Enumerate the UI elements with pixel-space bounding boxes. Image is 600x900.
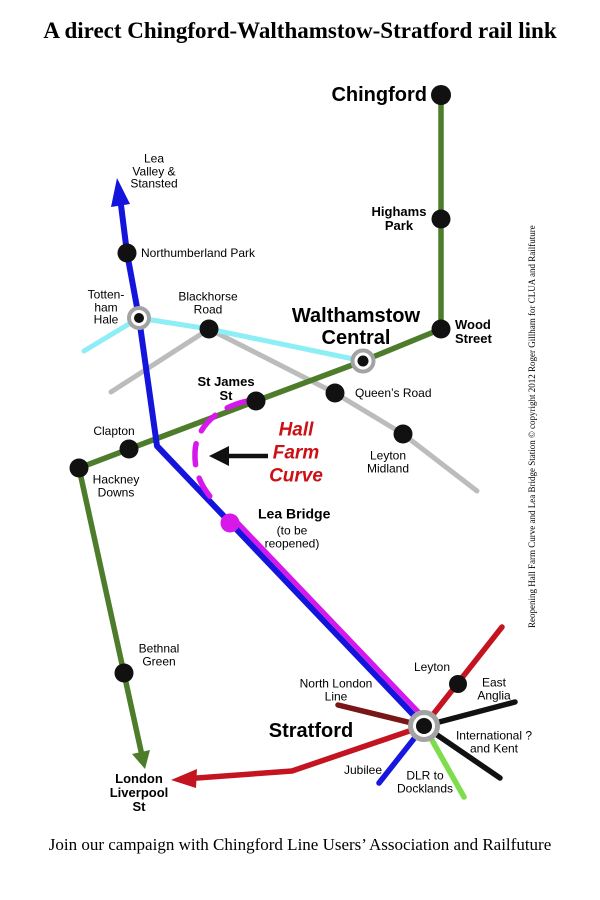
- station-label-highams-park: Highams Park: [371, 204, 427, 233]
- station-dot-blackhorse-road: [199, 319, 219, 339]
- station-dot-hackney-downs: [69, 458, 89, 478]
- station-dot-chingford: [431, 85, 451, 105]
- liverpool-st-arrowhead-icon: [132, 750, 150, 769]
- station-dot-queens-road: [325, 383, 345, 403]
- station-dot-highams-park: [431, 209, 451, 229]
- line-stratford-liverpool: [194, 723, 427, 781]
- station-label-leyton-midland: Leyton Midland: [366, 448, 410, 475]
- station-label-chingford: Chingford: [331, 84, 427, 106]
- station-label-bethnal-green: Bethnal Green: [138, 641, 180, 668]
- campaign-footer: Join our campaign with Chingford Line Us…: [48, 835, 552, 854]
- annotation-lea-valley-stansted: Lea Valley & Stansted: [130, 151, 178, 191]
- station-dot-leyton-midland: [393, 424, 413, 444]
- annotation-hall-farm-curve: Hall Farm Curve: [269, 419, 323, 487]
- station-dot-leyton: [449, 675, 467, 693]
- station-dot-bethnal-green: [114, 663, 134, 683]
- annotation-jubilee: Jubilee: [343, 762, 383, 777]
- station-dot-wood-street: [431, 319, 451, 339]
- station-dot-northumberland-park: [117, 243, 137, 263]
- station-label-northumberland-park: Northumberland Park: [141, 245, 256, 260]
- copyright-credit: Reopening Hall Farm Curve and Lea Bridge…: [527, 225, 537, 628]
- poster-title: A direct Chingford-Walthamstow-Stratford…: [43, 18, 557, 43]
- station-label-st-james-st: St James St: [197, 374, 255, 403]
- station-label-walthamstow-central: Walthamstow Central: [291, 305, 421, 349]
- line-victoria: [81, 315, 366, 364]
- station-label-stratford: Stratford: [268, 720, 354, 742]
- station-dot-clapton: [119, 439, 139, 459]
- station-label-wood-street: Wood Street: [455, 317, 492, 346]
- station-dot-lea-bridge: [220, 513, 240, 533]
- interchange-tottenham-hale: [127, 306, 151, 330]
- hall-farm-curve-dashed: [192, 398, 250, 509]
- station-label-clapton: Clapton: [93, 423, 135, 438]
- station-label-leyton: Leyton: [413, 659, 451, 674]
- interchange-walthamstow-central: [350, 348, 376, 374]
- station-label-london-liverpool-st: London Liverpool St: [109, 771, 169, 814]
- annotation-international-kent: International ? and Kent: [455, 728, 533, 755]
- annotation-east-anglia: East Anglia: [477, 675, 511, 702]
- station-label-blackhorse-road: Blackhorse Road: [178, 289, 238, 316]
- station-label-tottenham-hale: Totten- ham Hale: [87, 287, 125, 327]
- lea-valley-arrowhead-icon: [111, 178, 130, 207]
- station-dot-st-james-st: [246, 391, 266, 411]
- station-label-queens-road: Queen’s Road: [355, 385, 432, 400]
- interchange-stratford: [408, 710, 440, 742]
- station-label-lea-bridge: Lea Bridge: [258, 505, 331, 522]
- line-stratford-leyton: [421, 624, 505, 729]
- hall-farm-arrowhead-icon: [209, 446, 229, 466]
- station-label-hackney-downs: Hackney Downs: [92, 472, 140, 499]
- liverpool-red-arrowhead-icon: [171, 769, 197, 788]
- annotation-dlr-docklands: DLR to Docklands: [396, 768, 454, 795]
- line-lea-bridge-reopened: [231, 516, 431, 725]
- annotation-north-london-line: North London Line: [299, 676, 373, 703]
- station-note-lea-bridge: (to be reopened): [264, 523, 320, 550]
